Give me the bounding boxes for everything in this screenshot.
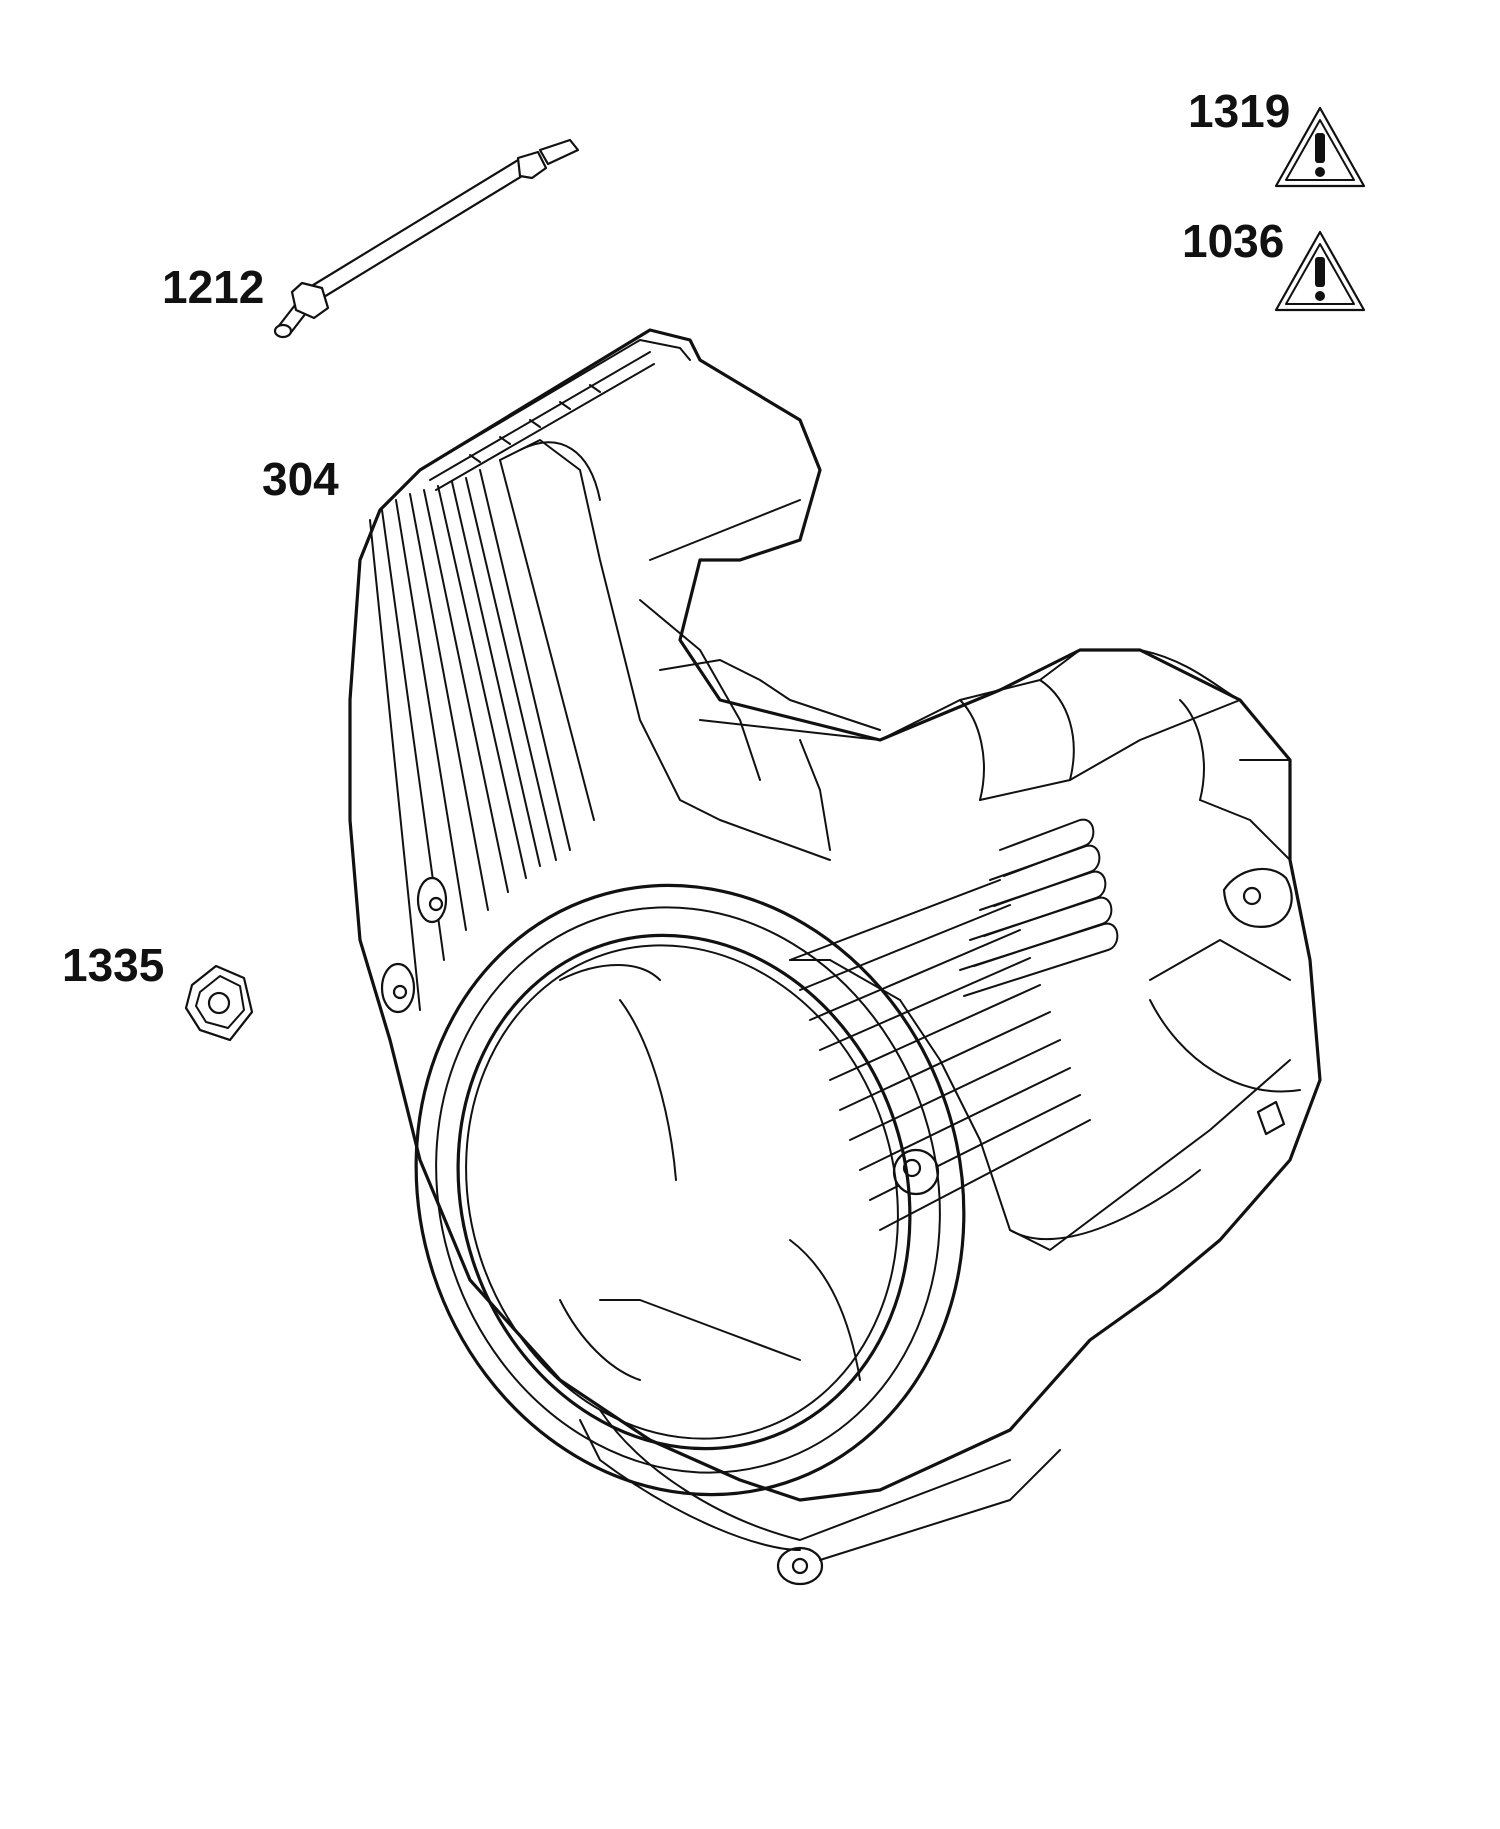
callout-1319: 1319 [1188, 85, 1291, 137]
blower-housing-304 [348, 328, 1322, 1586]
callout-1335: 1335 [62, 939, 165, 991]
callout-1212: 1212 [162, 261, 265, 313]
callout-304: 304 [262, 453, 339, 505]
warning-triangle-icon [1274, 106, 1366, 188]
warning-triangle-icon [1274, 230, 1366, 312]
flange-nut-1335 [184, 964, 254, 1042]
stud-1212 [273, 138, 580, 339]
callout-1036: 1036 [1182, 215, 1285, 267]
